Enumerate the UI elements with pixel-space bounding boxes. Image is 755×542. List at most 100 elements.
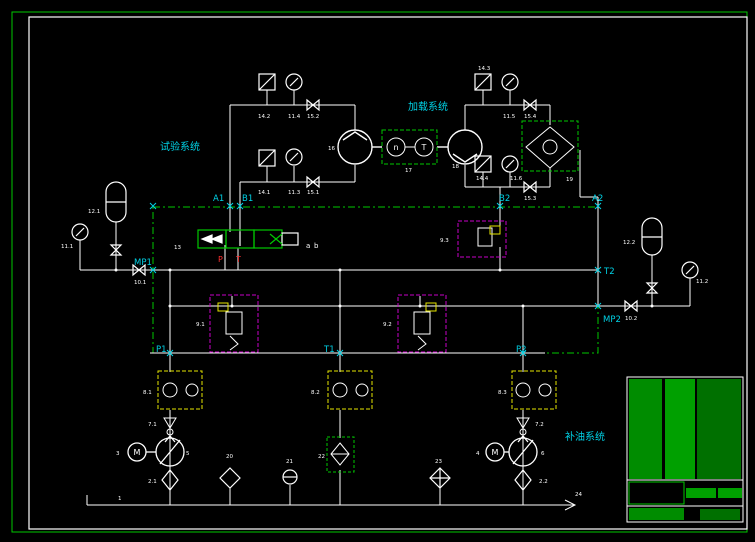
- port-B1: B1: [242, 194, 253, 204]
- pipelines: [79, 90, 691, 506]
- comp-1: 1: [118, 496, 122, 502]
- filter-box-8-2: [327, 370, 373, 410]
- inner-frame: [28, 16, 748, 530]
- comp-9-1: 9.1: [196, 322, 205, 328]
- gauge-11-6-icon: [501, 155, 519, 173]
- cooler-box-22: [326, 436, 355, 473]
- comp-14-1: 14.1: [258, 190, 270, 196]
- sensor-14-2-icon: [258, 73, 276, 91]
- directional-valve-13: [197, 229, 299, 249]
- motor-16-icon: [337, 129, 373, 165]
- valve-15-1-icon: [306, 175, 320, 189]
- port-A2: A2: [592, 194, 603, 204]
- comp-14-3: 14.3: [478, 66, 491, 72]
- comp-12-1: 12.1: [88, 209, 100, 215]
- motor-4-symbol: M: [492, 448, 499, 457]
- valve-15-4-icon: [523, 98, 537, 112]
- comp-24: 24: [575, 492, 582, 498]
- cooler-22-icon: [330, 442, 350, 466]
- relief-valve-box-9-3: [457, 220, 507, 258]
- comp-22: 22: [318, 454, 325, 460]
- system-boundary: [152, 206, 599, 354]
- comp-10-2: 10.2: [625, 316, 637, 322]
- comp-21: 21: [286, 459, 293, 465]
- comp-15-2: 15.2: [307, 114, 319, 120]
- valve-10-2-icon: [624, 299, 638, 313]
- comp-11-3: 11.3: [288, 190, 301, 196]
- port-B2: B2: [499, 194, 510, 204]
- comp-15-3: 15.3: [524, 196, 537, 202]
- sensor-14-1-icon: [258, 149, 276, 167]
- comp-4: 4: [476, 451, 480, 457]
- comp-5: 5: [186, 451, 190, 457]
- valve-accum-left-icon: [109, 244, 123, 256]
- relief-valve-box-9-2: [397, 294, 447, 353]
- comp-20: 20: [226, 454, 233, 460]
- filter-box-8-3: [511, 370, 557, 410]
- test-system-title: 试验系统: [160, 140, 200, 153]
- comp-18: 18: [452, 164, 459, 170]
- motor-3-symbol: M: [134, 448, 141, 457]
- check-valve-7-1-icon: [163, 417, 177, 429]
- comp-7-2: 7.2: [535, 422, 544, 428]
- valve-port-a: a: [306, 242, 310, 250]
- comp-9-2: 9.2: [383, 322, 392, 328]
- filter-box-8-1: [157, 370, 203, 410]
- sensor-14-4-icon: [474, 155, 492, 173]
- bridge-box-19: [521, 120, 579, 172]
- valve-port-P: P: [218, 255, 223, 264]
- port-A1: A1: [213, 194, 224, 204]
- port-MP2: MP2: [603, 315, 621, 325]
- title-block: [626, 376, 744, 523]
- valve-port-b: b: [314, 242, 319, 250]
- gauge-11-5-icon: [501, 73, 519, 91]
- comp-13: 13: [174, 245, 181, 251]
- sensor-box-17: [381, 129, 438, 165]
- valve-15-3-icon: [523, 180, 537, 194]
- speed-symbol: n: [393, 143, 398, 152]
- valve-accum-right-icon: [645, 282, 659, 294]
- comp-11-4: 11.4: [288, 114, 301, 120]
- port-T2: T2: [603, 267, 615, 277]
- torque-symbol: T: [421, 143, 427, 152]
- port-T1: T1: [323, 345, 335, 355]
- comp-16: 16: [328, 146, 335, 152]
- gauge-11-1-icon: [71, 223, 89, 241]
- comp-15-4: 15.4: [524, 114, 537, 120]
- valve-10-1-icon: [132, 263, 146, 277]
- comp-7-1: 7.1: [148, 422, 157, 428]
- pump-18-icon: [447, 129, 483, 165]
- comp-12-2: 12.2: [623, 240, 635, 246]
- sensor-14-3-icon: [474, 73, 492, 91]
- valve-15-2-icon: [306, 98, 320, 112]
- filter-2-2-icon: [514, 469, 532, 491]
- port-P2: P2: [516, 345, 527, 355]
- check-bridge-icon: [525, 126, 575, 169]
- gauge-11-4-icon: [285, 73, 303, 91]
- port-P1: P1: [156, 345, 167, 355]
- comp-11-2: 11.2: [696, 279, 708, 285]
- comp-6: 6: [541, 451, 545, 457]
- comp-11-6: 11.6: [510, 176, 523, 182]
- comp-8-3: 8.3: [498, 390, 507, 396]
- filter-2-1-icon: [161, 469, 179, 491]
- valve-port-T: T: [235, 255, 241, 264]
- comp-3: 3: [116, 451, 120, 457]
- comp-14-4: 14.4: [476, 176, 489, 182]
- check-valve-7-2-icon: [516, 417, 530, 429]
- port-MP1: MP1: [134, 258, 152, 268]
- comp-8-1: 8.1: [143, 390, 152, 396]
- gauge-11-3-icon: [285, 148, 303, 166]
- drain-24-icon: [564, 499, 577, 511]
- filter-20-icon: [219, 467, 241, 489]
- comp-2-1: 2.1: [148, 479, 157, 485]
- makeup-system-title: 补油系统: [565, 430, 605, 443]
- comp-11-5: 11.5: [503, 114, 516, 120]
- comp-17: 17: [405, 168, 412, 174]
- comp-19: 19: [566, 177, 573, 183]
- comp-15-1: 15.1: [307, 190, 319, 196]
- comp-14-2: 14.2: [258, 114, 270, 120]
- load-system-title: 加载系统: [408, 100, 448, 113]
- comp-2-2: 2.2: [539, 479, 548, 485]
